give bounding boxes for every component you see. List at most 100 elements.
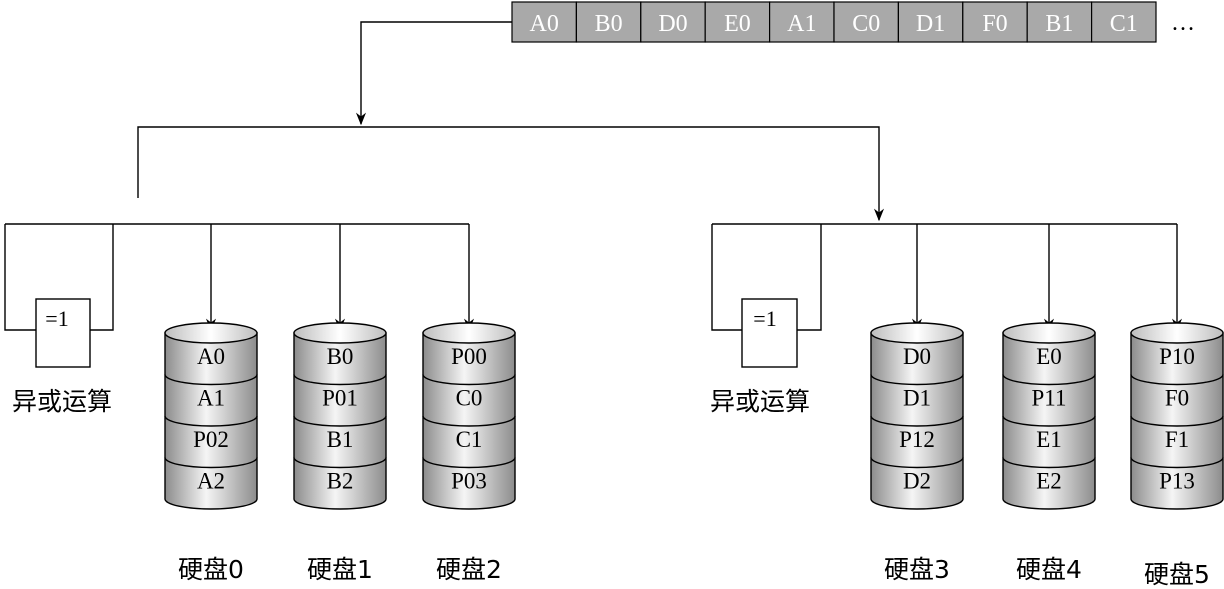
disk-segment-divider	[164, 374, 258, 386]
disk-segment-divider	[293, 374, 387, 386]
disk-block-label: D0	[903, 344, 931, 369]
stream-block-label: F0	[982, 11, 1007, 37]
xor-gate-label: =1	[753, 306, 776, 331]
disk-body	[422, 332, 516, 510]
disk-segment-divider	[1130, 374, 1224, 386]
stream-block	[897, 1, 964, 43]
disk-top-cap	[1130, 322, 1224, 344]
disk-block-label: B0	[327, 344, 354, 369]
disk-body	[293, 332, 387, 510]
disk-block-label: P02	[193, 427, 229, 452]
xor-gate-box	[35, 298, 91, 368]
disk-top-cap	[422, 322, 516, 344]
group0-xor-right-wire	[90, 224, 114, 331]
disk-segment-divider	[293, 457, 387, 469]
stream-block	[575, 1, 642, 43]
disk-body	[870, 332, 964, 510]
disk-block-label: A2	[197, 468, 225, 493]
stream-block-label: C1	[1110, 11, 1138, 37]
disk-segment-divider	[293, 415, 387, 427]
connection-lines	[4, 21, 1183, 332]
disk-segment-divider	[870, 374, 964, 386]
disk-segment-divider	[1130, 457, 1224, 469]
disk-segment-divider	[1130, 415, 1224, 427]
disk-top-cap	[870, 322, 964, 344]
disk-segment-divider	[870, 457, 964, 469]
disk-name-label: 硬盘5	[1144, 560, 1210, 589]
disk-block-label: A1	[197, 385, 225, 410]
disk-block-label: C1	[456, 427, 483, 452]
disk-block-label: P13	[1159, 468, 1195, 493]
stream-block	[640, 1, 706, 43]
disk-name-label: 硬盘1	[307, 555, 373, 584]
disk-top-cap	[293, 322, 387, 344]
disk-top-cap	[164, 322, 258, 344]
disk-block-label: B1	[327, 427, 354, 452]
disk-top-cap	[1002, 322, 1096, 344]
disk-body	[164, 332, 258, 510]
disk-segment-divider	[870, 415, 964, 427]
data-stream: A0 B0 D0 E0 A1 C0 D1 F0 B1 C1	[511, 1, 1157, 43]
disk-segment-divider	[164, 457, 258, 469]
disk-segment-divider	[422, 374, 516, 386]
stream-feed-line	[355, 21, 512, 126]
disk-block-label: P01	[322, 385, 358, 410]
disk-segment-divider	[1002, 374, 1096, 386]
xor-gate-group1: =1	[741, 298, 798, 368]
disk-name-label: 硬盘0	[178, 555, 244, 584]
stream-ellipsis: …	[1171, 10, 1195, 36]
disk-name-label: 硬盘3	[884, 555, 950, 584]
disk-segment-divider	[422, 457, 516, 469]
disk-block-label: E0	[1036, 344, 1062, 369]
xor-caption-group0: 异或运算	[12, 387, 112, 416]
xor-gate-group0: =1	[35, 298, 91, 368]
disk-block-label: F1	[1165, 427, 1189, 452]
disk-name-label: 硬盘2	[436, 555, 502, 584]
disk-block-label: P03	[451, 468, 487, 493]
disk-block-label: E1	[1036, 427, 1062, 452]
stream-block	[833, 1, 900, 43]
stream-block-label: B1	[1045, 11, 1073, 37]
stream-block-label: A1	[787, 11, 816, 37]
stream-block	[1090, 1, 1157, 43]
xor-gate-box	[741, 298, 798, 368]
disk-body	[1130, 332, 1224, 510]
disk-segment-divider	[1002, 415, 1096, 427]
disk-name-label: 硬盘4	[1016, 555, 1082, 584]
disk-segment-divider	[164, 415, 258, 427]
disk-segment-divider	[422, 415, 516, 427]
stream-block-label: A0	[530, 11, 559, 37]
group0-xor-left-wire	[4, 224, 36, 331]
disk-block-label: D1	[903, 385, 931, 410]
disk-block-label: F0	[1165, 385, 1189, 410]
stream-block-label: B0	[595, 11, 623, 37]
stream-block-label: E0	[724, 11, 751, 37]
disk-block-label: E2	[1036, 468, 1062, 493]
main-split-line	[137, 126, 885, 222]
stream-block	[1026, 1, 1093, 43]
group1-xor-right-wire	[797, 224, 822, 331]
stream-block-label: D0	[658, 11, 687, 37]
disk-block-label: P10	[1159, 344, 1195, 369]
xor-gate-label: =1	[45, 306, 68, 331]
disk-block-label: P11	[1032, 385, 1067, 410]
disk-block-label: C0	[456, 385, 483, 410]
disk-block-label: P00	[451, 344, 487, 369]
disk-block-label: D2	[903, 468, 931, 493]
disk-block-label: B2	[327, 468, 354, 493]
stream-block-label: D1	[916, 11, 945, 37]
stream-block	[962, 1, 1028, 43]
stream-block	[768, 1, 835, 43]
stream-block-label: C0	[852, 11, 880, 37]
xor-caption-group1: 异或运算	[710, 387, 810, 416]
group1-xor-left-wire	[711, 224, 742, 331]
disk-block-label: A0	[197, 344, 225, 369]
disk-body	[1002, 332, 1096, 510]
